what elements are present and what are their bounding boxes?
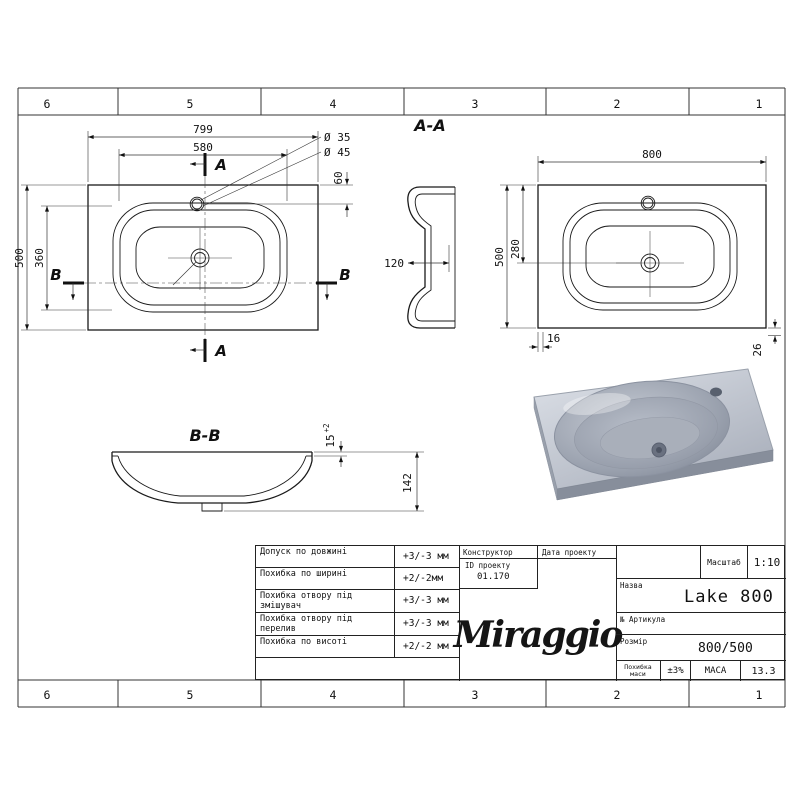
col-label: 3	[472, 97, 479, 111]
title-block: Допуск по довжині +3/-3 мм Похибка по ши…	[255, 545, 786, 681]
plan-outline	[87, 184, 319, 331]
basin-bottom	[600, 416, 700, 460]
col-label: 2	[614, 97, 621, 111]
brand-logo: Miraggio	[453, 614, 624, 656]
scale-value: 1:10	[753, 556, 781, 569]
tolerance-value: +3/-3 мм	[403, 595, 449, 606]
mass-tolerance-value: ±3%	[661, 661, 691, 681]
signature-cell	[616, 546, 701, 579]
faucet-hole	[191, 198, 203, 210]
tolerance-row: Похибка по висоті +2/-2 мм	[256, 636, 459, 658]
article-label: № Артикула	[620, 615, 666, 624]
size-row: Розмір 800/500	[616, 635, 786, 661]
section-a-label-bottom: A	[214, 342, 227, 360]
dim-profile-depth: 120	[384, 257, 404, 270]
tolerance-label: Похибка по висоті	[260, 637, 347, 647]
divider	[459, 546, 460, 681]
tolerance-value: +2/-2 мм	[403, 641, 449, 652]
constructor-label: Конструктор	[459, 546, 538, 559]
tolerance-label: Похибка по ширині	[260, 569, 347, 579]
dim-edge: 16	[547, 332, 560, 345]
tolerance-value: +2/-2мм	[403, 573, 444, 584]
dim-bowl-depth: 360	[33, 248, 46, 268]
faucet-hole	[642, 197, 654, 209]
dim-bowl-width: 580	[193, 141, 213, 154]
tolerance-row: Похибка отвору під перелив +3/-3 мм	[256, 613, 459, 636]
dim-faucet-offset: 60	[332, 171, 345, 184]
highlight	[563, 393, 631, 415]
mass-row: Похибка маси ±3% МАСА 13.3	[616, 661, 786, 681]
section-b-label-left: B	[50, 266, 61, 284]
mass-value: 13.3	[751, 665, 776, 677]
name-label: Назва	[620, 581, 643, 590]
render-3d	[533, 368, 774, 501]
project-id-box: ID проекту 01.170	[459, 559, 538, 589]
dim-total-height: 142	[401, 473, 414, 493]
dim-rim-height: 26	[751, 343, 764, 356]
col-label: 5	[187, 688, 194, 702]
col-label: 1	[756, 688, 763, 702]
dim-rim-thickness-tolerance: +2	[322, 423, 331, 432]
name-row: Назва Lake 800	[616, 579, 786, 613]
size-label: Розмір	[620, 637, 648, 646]
divider	[394, 546, 395, 658]
countertop-side	[533, 396, 558, 501]
section-a-label-top: A	[214, 156, 227, 174]
col-label: 6	[44, 688, 51, 702]
col-label: 1	[756, 97, 763, 111]
mass-label: МАСА	[691, 661, 741, 681]
tolerance-value: +3/-3 мм	[403, 618, 449, 629]
col-label: 2	[614, 688, 621, 702]
section-b-label-right: B	[339, 266, 350, 284]
dim-overall-depth: 500	[13, 248, 26, 268]
dim-rim-thickness: 15	[324, 434, 337, 447]
mass-tolerance-label: Похибка маси	[616, 661, 661, 681]
sheet-frame	[17, 87, 786, 708]
project-id-label: ID проекту	[465, 561, 511, 570]
tolerance-row: Похибка по ширині +2/-2мм	[256, 568, 459, 590]
dim-faucet-hole-dia: Ø 35	[324, 131, 351, 144]
section-bb-title: B-B	[189, 426, 220, 445]
dim-front-depth: 500	[493, 247, 506, 267]
front-view: 800 500 280 16 26	[493, 148, 781, 357]
tolerance-label: Допуск по довжині	[260, 547, 347, 557]
column-numbers-bottom: 6 5 4 3 2 1	[44, 688, 763, 702]
column-numbers-top: 6 5 4 3 2 1	[44, 97, 763, 111]
front-outline	[537, 184, 767, 329]
project-id-value: 01.170	[477, 572, 510, 582]
col-label: 6	[44, 97, 51, 111]
section-aa-title: A-A	[412, 116, 445, 135]
dim-faucet-recess-dia: Ø 45	[324, 146, 351, 159]
product-name: Lake 800	[684, 587, 774, 607]
scale-label: Масштаб	[701, 546, 748, 579]
dim-drain-offset: 280	[509, 239, 522, 259]
dim-front-width: 800	[642, 148, 662, 161]
drain-hole-3d-inner	[656, 447, 662, 453]
dim-overall-width: 799	[193, 123, 213, 136]
tolerance-row: Допуск по довжині +3/-3 мм	[256, 546, 459, 568]
designer-header: Конструктор Дата проекту	[459, 546, 616, 559]
size-value: 800/500	[698, 641, 753, 656]
faucet-hole-3d	[710, 387, 722, 397]
col-label: 4	[330, 97, 337, 111]
plan-view: 799 580 500 360 60 Ø 35 Ø 45 A A	[13, 123, 353, 362]
tolerance-label: Похибка отвору під змішувач	[260, 591, 353, 611]
col-label: 3	[472, 688, 479, 702]
project-date-label: Дата проекту	[542, 548, 597, 557]
tolerance-row: Похибка отвору під змішувач +3/-3 мм	[256, 590, 459, 613]
col-label: 4	[330, 688, 337, 702]
tolerance-value: +3/-3 мм	[403, 551, 449, 562]
section-aa-view: A-A 120	[384, 116, 456, 329]
tolerance-label: Похибка отвору під перелив	[260, 614, 353, 634]
divider	[616, 546, 617, 681]
article-row: № Артикула	[616, 613, 786, 635]
col-label: 5	[187, 97, 194, 111]
section-bb-view: B-B 15 +2 142	[111, 423, 424, 512]
scale-row: Масштаб 1:10	[616, 546, 786, 579]
